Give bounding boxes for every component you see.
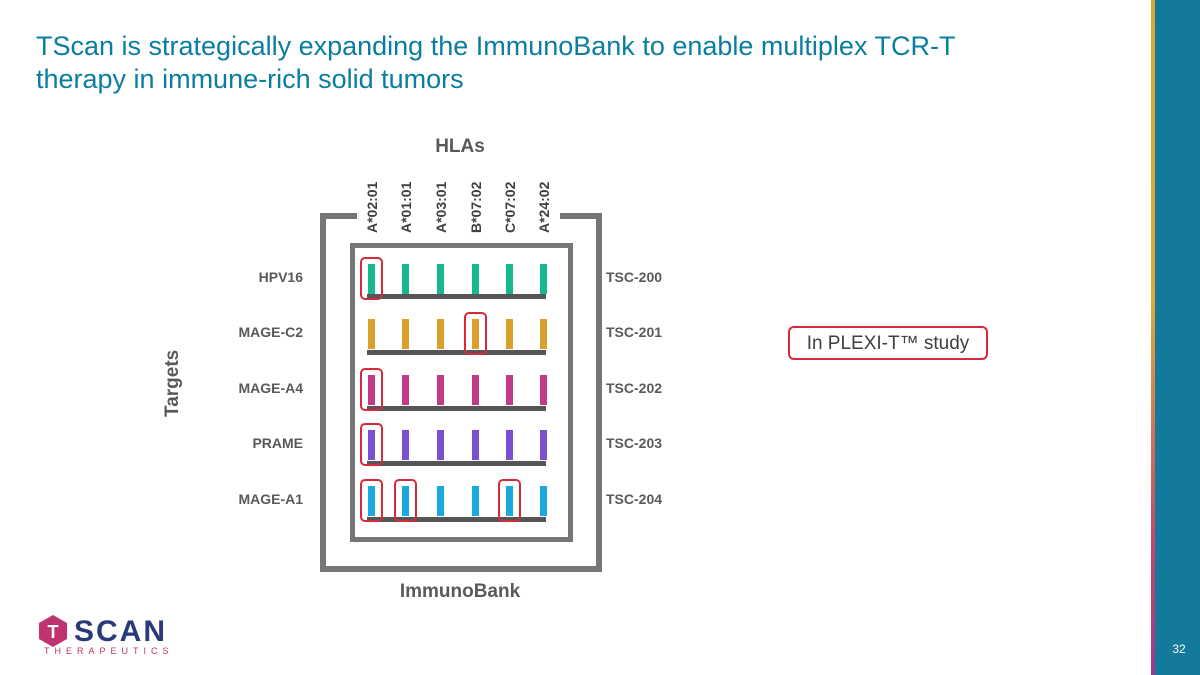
tcr-vial xyxy=(368,319,375,349)
immunobank-inner-frame xyxy=(350,243,573,542)
tcr-vial xyxy=(402,430,409,460)
tcr-vial xyxy=(402,264,409,294)
hlas-heading: HLAs xyxy=(435,136,485,157)
product-name: TSC-204 xyxy=(606,491,663,507)
accent-stripe xyxy=(1151,0,1155,675)
shelf xyxy=(367,350,546,355)
target-name: HPV16 xyxy=(258,269,303,285)
tcr-vial xyxy=(540,486,547,516)
tcr-vial xyxy=(402,375,409,405)
targets-label: Targets xyxy=(162,349,183,417)
tcr-vial xyxy=(368,264,375,294)
tcr-vial xyxy=(540,319,547,349)
shelf xyxy=(367,461,546,466)
slide-title-line-1: TScan is strategically expanding the Imm… xyxy=(36,31,956,61)
tcr-vial xyxy=(472,264,479,294)
side-bar xyxy=(1155,0,1200,675)
tcr-vial xyxy=(506,486,513,516)
tcr-vial xyxy=(437,430,444,460)
target-name: MAGE-C2 xyxy=(238,324,303,340)
tcr-vial xyxy=(540,430,547,460)
target-name: MAGE-A1 xyxy=(238,491,303,507)
shelf xyxy=(367,406,546,411)
tcr-vial xyxy=(368,486,375,516)
product-name: TSC-202 xyxy=(606,380,663,396)
slide-title-line-2: therapy in immune-rich solid tumors xyxy=(36,64,464,94)
tcr-vial xyxy=(437,264,444,294)
tcr-vial xyxy=(506,264,513,294)
tcr-vial xyxy=(540,375,547,405)
immunobank-outer-frame-top-right xyxy=(560,213,596,219)
tcr-vial xyxy=(472,430,479,460)
tcr-vial xyxy=(472,486,479,516)
plexi-highlight xyxy=(464,312,487,355)
tcr-vial xyxy=(437,319,444,349)
logo-wordmark: SCAN xyxy=(74,615,168,648)
plexi-legend-text: In PLEXI-T™ study xyxy=(806,333,970,354)
tcr-vial xyxy=(506,319,513,349)
shelf xyxy=(367,517,546,522)
immunobank-outer-frame-top-left xyxy=(320,213,357,219)
product-name: TSC-201 xyxy=(606,324,663,340)
target-name: MAGE-A4 xyxy=(238,380,303,396)
logo-subtitle: THERAPEUTICS xyxy=(44,646,174,656)
tscan-logo: T SCAN THERAPEUTICS xyxy=(36,614,169,659)
tcr-vial xyxy=(402,319,409,349)
plexi-highlight xyxy=(394,479,417,522)
shelf xyxy=(367,294,546,299)
logo-hexagon-icon: T xyxy=(39,615,67,647)
tcr-vial xyxy=(437,375,444,405)
plexi-highlight xyxy=(360,368,383,411)
slide-number: 32 xyxy=(1172,642,1186,656)
plexi-legend-box: In PLEXI-T™ study xyxy=(788,326,988,360)
tcr-vial xyxy=(540,264,547,294)
plexi-highlight xyxy=(498,479,521,522)
tcr-vial xyxy=(368,430,375,460)
tcr-vial xyxy=(402,486,409,516)
immunobank-outer-frame xyxy=(320,213,602,572)
logo-hex-letter: T xyxy=(48,622,59,642)
slide-title: TScan is strategically expanding the Imm… xyxy=(36,30,1116,96)
plexi-highlight xyxy=(360,257,383,300)
tcr-vial xyxy=(437,486,444,516)
tcr-vial xyxy=(472,375,479,405)
immunobank-label: ImmunoBank xyxy=(399,581,521,602)
product-name: TSC-200 xyxy=(606,269,663,285)
target-name: PRAME xyxy=(252,435,303,451)
tcr-vial xyxy=(472,319,479,349)
tcr-vial xyxy=(506,375,513,405)
plexi-highlight xyxy=(360,479,383,522)
tcr-vial xyxy=(368,375,375,405)
plexi-highlight xyxy=(360,423,383,466)
tcr-vial xyxy=(506,430,513,460)
product-name: TSC-203 xyxy=(606,435,663,451)
